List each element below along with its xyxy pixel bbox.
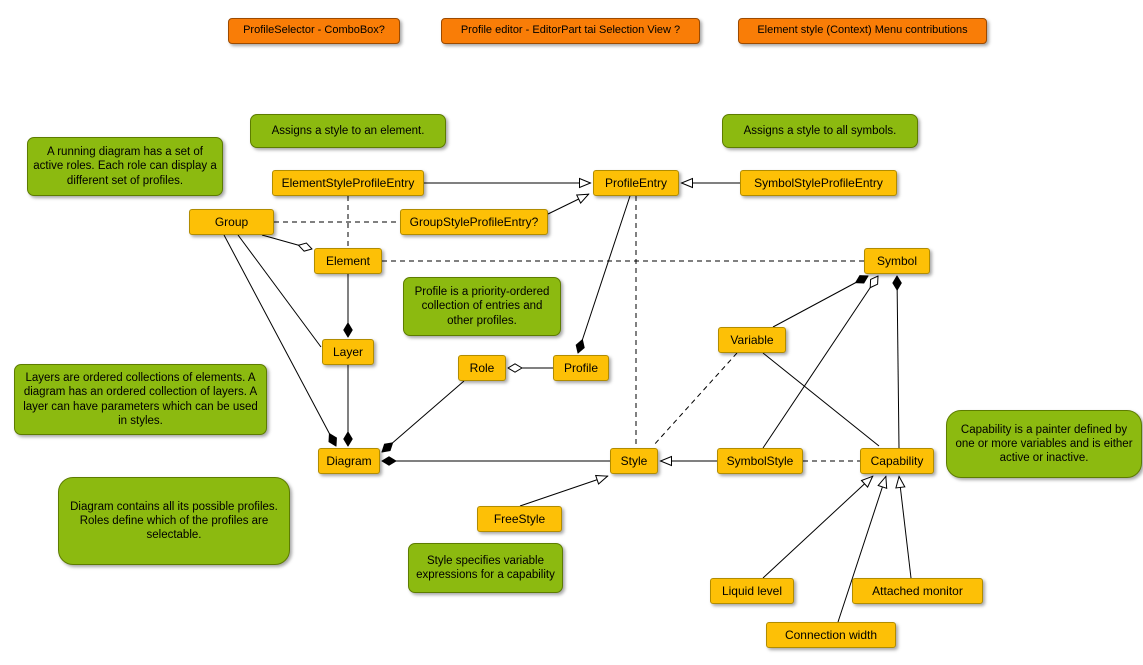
- title-profile-selector-label: ProfileSelector - ComboBox?: [243, 24, 385, 37]
- edge-profile-profileentry-composition: [578, 195, 631, 353]
- title-profile-editor-label: Profile editor - EditorPart tai Selectio…: [460, 24, 681, 37]
- edge-variable-style-dependency: [652, 352, 738, 447]
- note-diagram-profiles: Diagram contains all its possible profil…: [58, 477, 290, 565]
- class-style: Style: [610, 448, 658, 474]
- class-variable-label: Variable: [730, 332, 774, 347]
- class-profile-entry: ProfileEntry: [593, 170, 679, 196]
- edge-diagram-group-composition: [223, 234, 336, 446]
- title-element-style-menu-label: Element style (Context) Menu contributio…: [757, 24, 968, 37]
- edge-liquidlevel-inherits-capability: [762, 476, 873, 579]
- note-running-diagram-label: A running diagram has a set of active ro…: [33, 146, 217, 187]
- edge-symbol-capability-composition: [897, 276, 899, 449]
- class-role-label: Role: [469, 360, 495, 375]
- class-group-style-profile-entry-label: GroupStyleProfileEntry?: [409, 214, 539, 229]
- class-symbol-style-profile-entry-label: SymbolStyleProfileEntry: [754, 175, 883, 190]
- note-capability: Capability is a painter defined by one o…: [946, 410, 1142, 478]
- class-variable: Variable: [718, 327, 786, 353]
- note-capability-label: Capability is a painter defined by one o…: [955, 423, 1133, 464]
- class-capability: Capability: [860, 448, 934, 474]
- note-style-expressions: Style specifies variable expressions for…: [408, 543, 563, 593]
- class-style-label: Style: [620, 453, 648, 468]
- class-free-style: FreeStyle: [477, 506, 562, 532]
- edge-gspe-inherits-profileentry: [547, 193, 589, 215]
- title-profile-editor: Profile editor - EditorPart tai Selectio…: [441, 18, 700, 44]
- class-symbol-style-profile-entry: SymbolStyleProfileEntry: [740, 170, 897, 196]
- class-group: Group: [189, 209, 274, 235]
- class-connection-width: Connection width: [766, 622, 896, 648]
- class-attached-monitor-label: Attached monitor: [872, 583, 963, 598]
- class-diagram: Diagram: [318, 448, 380, 474]
- class-liquid-level: Liquid level: [710, 578, 794, 604]
- class-diagram-label: Diagram: [326, 453, 372, 468]
- class-layer-label: Layer: [332, 344, 364, 359]
- edge-attachedmonitor-inherits-capability: [899, 476, 912, 579]
- edge-diagram-role-composition: [382, 380, 465, 452]
- note-layers: Layers are ordered collections of elemen…: [14, 364, 267, 435]
- edge-freestyle-inherits-style: [519, 476, 608, 507]
- note-layers-label: Layers are ordered collections of elemen…: [23, 372, 258, 427]
- class-symbol-label: Symbol: [876, 253, 917, 268]
- note-assigns-element: Assigns a style to an element.: [250, 114, 446, 148]
- class-group-label: Group: [214, 214, 249, 229]
- edge-connectionwidth-inherits-capability: [837, 476, 886, 623]
- class-attached-monitor: Attached monitor: [852, 578, 983, 604]
- class-layer: Layer: [322, 339, 374, 365]
- class-element-style-profile-entry: ElementStyleProfileEntry: [272, 170, 424, 196]
- class-symbol-style-label: SymbolStyle: [726, 453, 794, 468]
- class-group-style-profile-entry: GroupStyleProfileEntry?: [400, 209, 548, 235]
- class-symbol: Symbol: [864, 248, 930, 274]
- edge-group-element-aggregation: [261, 234, 312, 249]
- note-profile-collection: Profile is a priority-ordered collection…: [403, 277, 561, 336]
- note-running-diagram: A running diagram has a set of active ro…: [27, 137, 223, 196]
- edge-symbol-variable-composition: [772, 276, 868, 328]
- class-element-style-profile-entry-label: ElementStyleProfileEntry: [281, 175, 415, 190]
- note-assigns-symbols: Assigns a style to all symbols.: [722, 114, 918, 148]
- edge-layer-group-association: [237, 234, 322, 348]
- class-capability-label: Capability: [870, 453, 924, 468]
- edge-symbol-symbolstyle-aggregation: [762, 276, 878, 449]
- class-element: Element: [314, 248, 382, 274]
- title-profile-selector: ProfileSelector - ComboBox?: [228, 18, 400, 44]
- class-profile: Profile: [553, 355, 609, 381]
- note-assigns-symbols-label: Assigns a style to all symbols.: [743, 124, 897, 137]
- class-liquid-level-label: Liquid level: [721, 583, 783, 598]
- class-role: Role: [458, 355, 506, 381]
- edge-variable-capability-association: [762, 352, 880, 447]
- class-symbol-style: SymbolStyle: [717, 448, 803, 474]
- class-profile-label: Profile: [563, 360, 598, 375]
- class-free-style-label: FreeStyle: [493, 511, 546, 526]
- title-element-style-menu: Element style (Context) Menu contributio…: [738, 18, 987, 44]
- class-connection-width-label: Connection width: [784, 627, 878, 642]
- note-style-expressions-label: Style specifies variable expressions for…: [416, 554, 555, 581]
- class-element-label: Element: [325, 253, 371, 268]
- note-diagram-profiles-label: Diagram contains all its possible profil…: [70, 500, 278, 541]
- note-profile-collection-label: Profile is a priority-ordered collection…: [414, 286, 550, 327]
- class-profile-entry-label: ProfileEntry: [604, 175, 668, 190]
- note-assigns-element-label: Assigns a style to an element.: [271, 124, 425, 137]
